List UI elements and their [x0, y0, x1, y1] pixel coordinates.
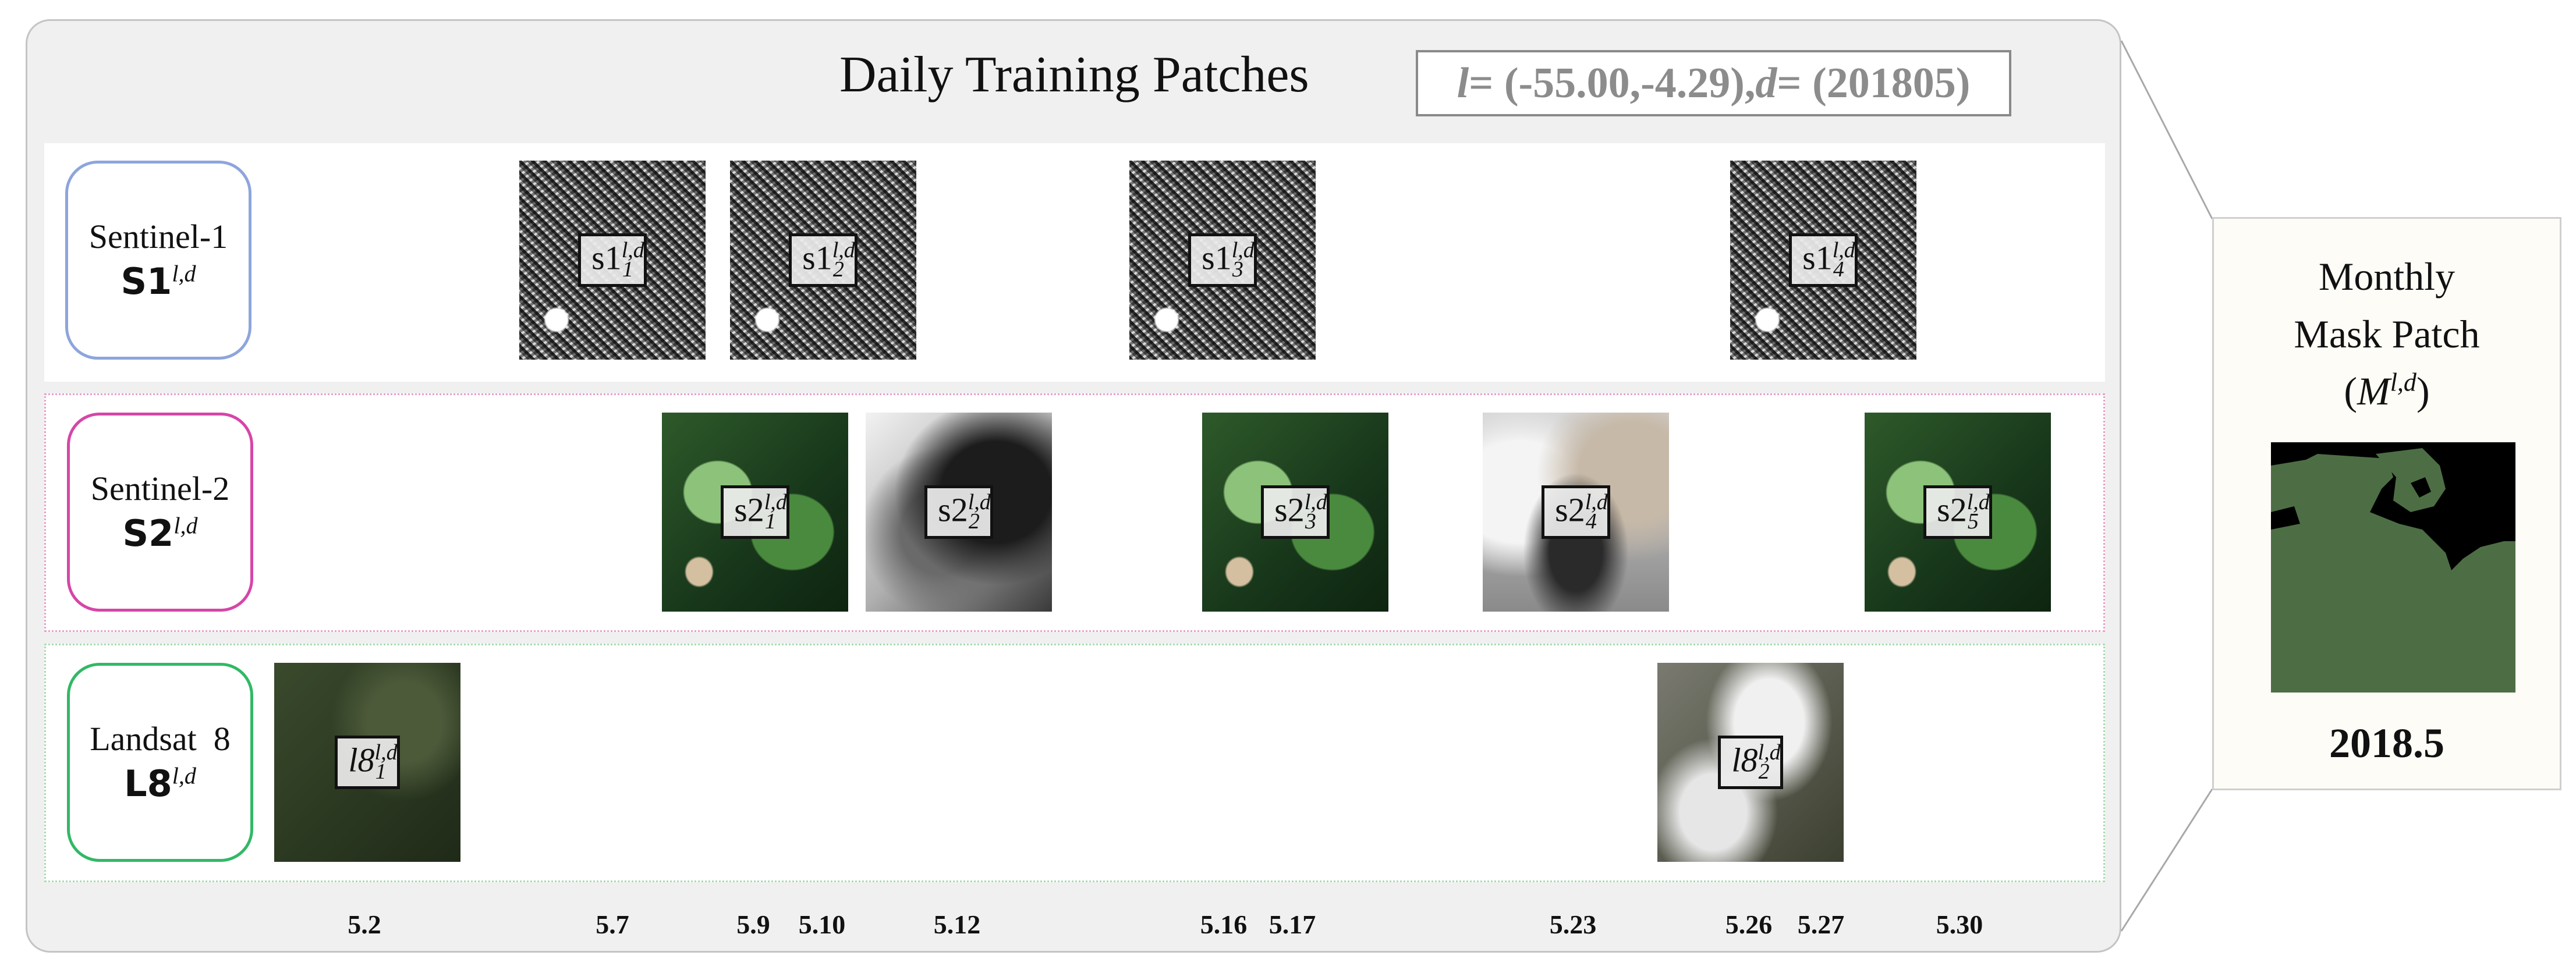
patch-label: s2l,d4 — [1542, 485, 1610, 539]
formula-d-symbol: d — [1755, 59, 1777, 107]
patch-label: s1l,d3 — [1188, 233, 1257, 287]
sensor-name: Sentinel-1 — [88, 218, 228, 255]
l8-patch-2: l8l,d2 — [1657, 663, 1844, 862]
date-tick: 5.10 — [798, 910, 846, 939]
formula-l-value: = (-55.00,-4.29), — [1469, 59, 1756, 107]
date-tick: 5.12 — [933, 910, 981, 939]
date-tick: 5.23 — [1549, 910, 1597, 939]
sensor-symbol: S1l,d — [121, 260, 196, 303]
monthly-mask-image — [2271, 442, 2515, 693]
monthly-title: Monthly Mask Patch (Ml,d) — [2214, 248, 2560, 420]
sentinel-1-label: Sentinel-1 S1l,d — [65, 161, 251, 360]
sensor-symbol: S2l,d — [122, 512, 198, 555]
date-tick: 5.7 — [596, 910, 629, 939]
patch-label: s2l,d5 — [1923, 485, 1992, 539]
monthly-mask-panel: Monthly Mask Patch (Ml,d) 2018.5 — [2212, 217, 2561, 790]
patch-label: l8l,d1 — [335, 735, 400, 790]
sentinel-1-row: Sentinel-1 S1l,d s1l,d1 s1l,d2 s1l,d3 s1… — [44, 143, 2105, 382]
sentinel-2-label: Sentinel-2 S2l,d — [67, 413, 253, 612]
s1-patch-3: s1l,d3 — [1129, 161, 1316, 360]
s1-patch-2: s1l,d2 — [730, 161, 916, 360]
date-tick: 5.17 — [1268, 910, 1316, 939]
date-tick: 5.26 — [1725, 910, 1773, 939]
sensor-name: Sentinel-2 — [90, 470, 230, 507]
date-tick: 5.2 — [348, 910, 381, 939]
sentinel-2-row: Sentinel-2 S2l,d s2l,d1 s2l,d2 s2l,d3 s2… — [44, 393, 2105, 632]
s2-patch-5: s2l,d5 — [1865, 413, 2051, 612]
monthly-symbol: (Ml,d) — [2344, 368, 2430, 414]
patch-label: s2l,d1 — [721, 485, 789, 539]
landsat-8-label: Landsat 8 L8l,d — [67, 663, 253, 862]
diagram-title: Daily Training Patches — [839, 47, 1309, 103]
sensor-name: Landsat 8 — [90, 720, 231, 758]
sensor-symbol: L8l,d — [124, 762, 196, 805]
s2-patch-1: s2l,d1 — [662, 413, 848, 612]
patch-label: s2l,d2 — [924, 485, 993, 539]
location-date-formula: l = (-55.00,-4.29),d = (201805) — [1416, 50, 2011, 116]
patch-label: l8l,d2 — [1718, 735, 1783, 790]
monthly-date: 2018.5 — [2329, 720, 2444, 766]
date-tick: 5.9 — [736, 910, 770, 939]
date-tick: 5.16 — [1200, 910, 1248, 939]
s2-patch-3: s2l,d3 — [1202, 413, 1388, 612]
s1-patch-4: s1l,d4 — [1730, 161, 1916, 360]
monthly-title-line2: Mask Patch — [2294, 311, 2480, 356]
date-tick: 5.30 — [1936, 910, 1983, 939]
l8-patch-1: l8l,d1 — [274, 663, 460, 862]
patch-label: s2l,d3 — [1261, 485, 1330, 539]
formula-d-value: = (201805) — [1777, 59, 1971, 107]
patch-label: s1l,d2 — [789, 233, 858, 287]
date-tick: 5.27 — [1797, 910, 1845, 939]
patch-label: s1l,d4 — [1789, 233, 1858, 287]
landsat-8-row: Landsat 8 L8l,d l8l,d1 l8l,d2 — [44, 644, 2105, 882]
s1-patch-1: s1l,d1 — [519, 161, 706, 360]
patch-label: s1l,d1 — [578, 233, 647, 287]
s2-patch-4: s2l,d4 — [1483, 413, 1669, 612]
monthly-title-line1: Monthly — [2318, 254, 2455, 299]
formula-l-symbol: l — [1457, 59, 1469, 107]
s2-patch-2: s2l,d2 — [866, 413, 1052, 612]
